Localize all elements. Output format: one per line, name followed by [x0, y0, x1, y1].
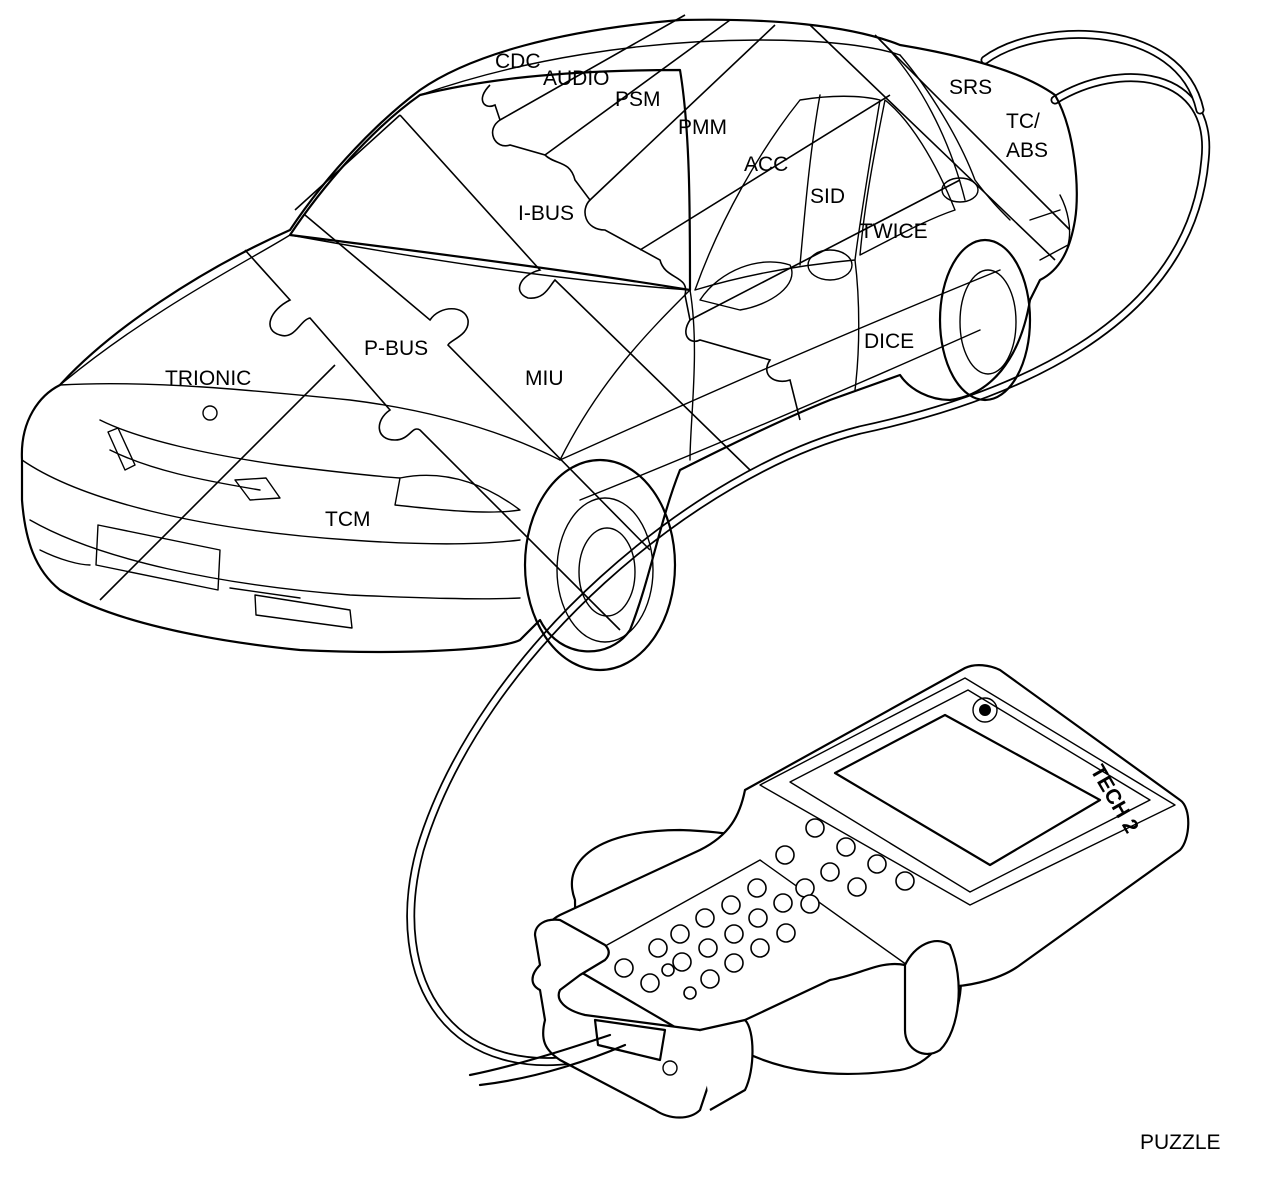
label-psm: PSM — [615, 88, 661, 111]
power-indicator — [972, 697, 998, 723]
diagnostic-cable — [406, 29, 1211, 1066]
label-pmm: PMM — [678, 116, 727, 139]
label-abs: ABS — [1006, 139, 1048, 162]
rear-wheel — [938, 238, 1032, 402]
label-ibus: I-BUS — [518, 202, 574, 225]
puzzle-cut-lines — [99, 14, 1071, 631]
label-tcm: TCM — [325, 508, 371, 531]
caption-puzzle: PUZZLE — [1140, 1131, 1221, 1154]
rear-bumper — [1039, 194, 1071, 261]
label-trionic: TRIONIC — [165, 367, 251, 390]
label-pbus: P-BUS — [364, 337, 428, 360]
tech2-keypad — [614, 818, 915, 1000]
rear-side-window — [859, 99, 956, 256]
car-outline — [20, 18, 1078, 654]
tech2-screen — [833, 713, 1102, 867]
module-labels: CDC AUDIO PSM PMM ACC SRS TC/ ABS I-BUS … — [165, 50, 1048, 531]
door-line — [689, 289, 696, 461]
front-bumper — [21, 459, 521, 545]
label-sid: SID — [810, 185, 845, 208]
windshield — [288, 68, 692, 292]
label-acc: ACC — [744, 153, 788, 176]
license-plate — [95, 524, 221, 591]
label-twice: TWICE — [860, 220, 928, 243]
label-audio: AUDIO — [543, 67, 610, 90]
side-mirror — [699, 261, 793, 311]
hood — [59, 382, 561, 461]
label-tc: TC/ — [1006, 110, 1040, 133]
label-srs: SRS — [949, 76, 992, 99]
front-side-window — [694, 95, 881, 291]
grille — [99, 419, 401, 479]
label-dice: DICE — [864, 330, 914, 353]
tech2-device: TECH 2 — [468, 664, 1190, 1119]
label-cdc: CDC — [495, 50, 541, 73]
label-miu: MIU — [525, 367, 564, 390]
tech2-connector — [593, 1018, 667, 1062]
car-body — [20, 18, 1078, 672]
headlight — [394, 474, 521, 513]
